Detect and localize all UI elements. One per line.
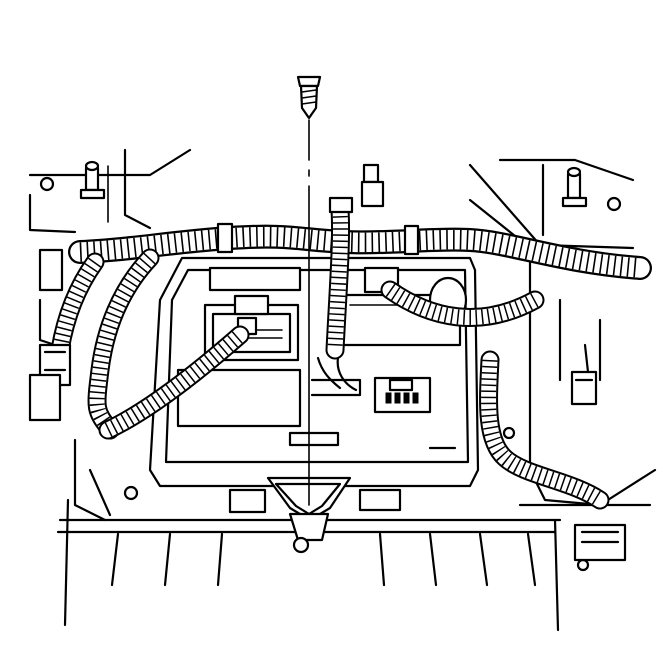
mounting-stud-right bbox=[561, 166, 588, 208]
floor-ribs bbox=[110, 532, 537, 587]
mounting-stud-left bbox=[79, 160, 106, 200]
module-bracket bbox=[228, 476, 402, 554]
wiring-harness bbox=[50, 196, 652, 510]
harness-connector-right-edge bbox=[570, 343, 627, 562]
harness-connector-left-edge bbox=[28, 248, 72, 422]
center-stud-clip bbox=[360, 163, 385, 208]
fastener-screw bbox=[296, 75, 322, 120]
pin-connector bbox=[373, 376, 432, 414]
